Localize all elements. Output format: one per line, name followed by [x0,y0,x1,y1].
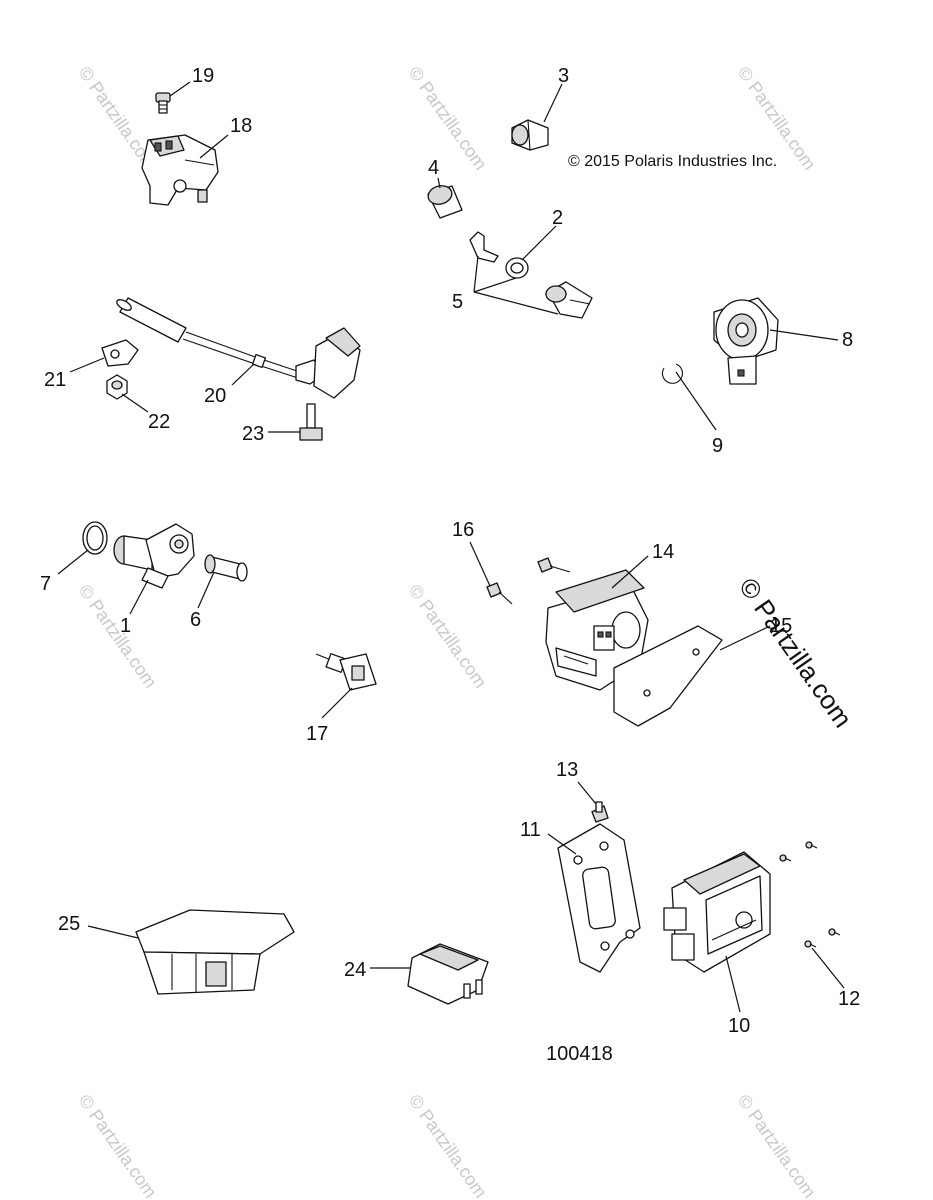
callout-15: 15 [770,615,792,637]
watermark-faint-8: © Partzilla.com [734,1091,820,1200]
callout-16: 16 [452,519,474,541]
watermark-main: © Partzilla.com [733,572,858,733]
callout-21: 21 [44,369,66,391]
callout-20: 20 [204,385,226,407]
callout-1: 1 [120,615,131,637]
callout-5: 5 [452,291,463,313]
callout-9: 9 [712,435,723,457]
part-11-bracket [557,823,641,973]
watermark-faint-4: © Partzilla.com [75,581,161,692]
part-25-large-module [135,909,295,995]
callout-24: 24 [344,959,366,981]
part-5-clip [469,231,499,263]
callout-7: 7 [40,573,51,595]
part-1-cam-sensor [113,523,195,589]
callout-2: 2 [552,207,563,229]
part-24-relay [407,943,489,1005]
callout-labels: 19 18 3 4 2 5 8 9 21 20 22 23 16 14 7 1 … [40,65,860,1037]
copyright-text: © 2015 Polaris Industries Inc. [568,153,777,170]
part-19-bolt [155,92,171,114]
watermark-faint-5: © Partzilla.com [405,581,491,692]
callout-10: 10 [728,1015,750,1037]
part-22-nut [106,374,128,400]
part-7-o-ring [82,521,108,555]
part-20-speed-sensor [116,297,361,399]
callout-3: 3 [558,65,569,87]
part-21-clamp [101,339,139,367]
diagram-number: 100418 [546,1043,613,1065]
callout-12: 12 [838,988,860,1010]
callout-17: 17 [306,723,328,745]
part-9-ring [661,363,683,384]
callout-6: 6 [190,609,201,631]
part-6-sleeve [204,554,248,582]
part-12-screws [779,841,841,948]
part-10-ecu [663,851,771,973]
callout-8: 8 [842,329,853,351]
part-18-map-sensor [141,134,219,206]
callout-4: 4 [428,157,439,179]
callout-25: 25 [58,913,80,935]
part-16-screws [486,557,571,605]
part-23-bolt [299,403,323,441]
part-13-bolt [591,801,609,823]
callout-19: 19 [192,65,214,87]
leader-lines [57,81,845,1013]
part-4-cap [427,185,463,219]
part-15-gasket [613,625,723,727]
part-5-sensor [545,281,593,319]
callout-13: 13 [556,759,578,781]
part-8-knock-sensor [713,297,779,385]
callout-14: 14 [652,541,674,563]
part-3-plug [511,119,549,151]
part-2-washer [505,257,529,279]
watermark-faint-2: © Partzilla.com [405,63,491,174]
callout-18: 18 [230,115,252,137]
callout-11: 11 [520,819,541,841]
callout-23: 23 [242,423,264,445]
watermark-faint-7: © Partzilla.com [405,1091,491,1200]
callout-22: 22 [148,411,170,433]
watermark-faint-6: © Partzilla.com [75,1091,161,1200]
part-17-temp-sensor [315,653,377,691]
